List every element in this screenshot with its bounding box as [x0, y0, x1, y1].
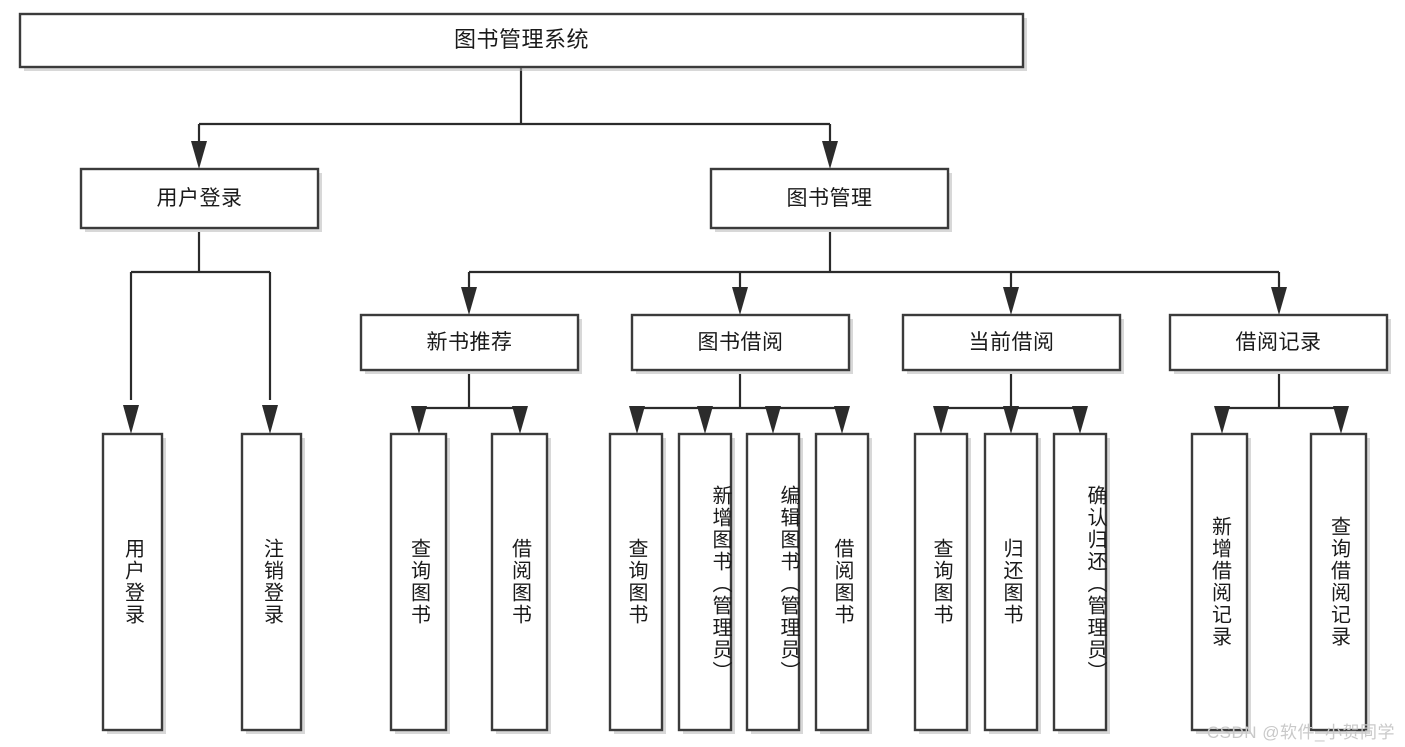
node-current-borrow[interactable] — [901, 313, 1122, 372]
node-user-login[interactable] — [79, 167, 320, 230]
node-leaf-query-book-2[interactable] — [608, 432, 664, 732]
node-leaf-add-book[interactable] — [677, 432, 733, 732]
node-leaf-return-book[interactable] — [983, 432, 1039, 732]
node-leaf-borrow-book-1[interactable] — [490, 432, 549, 732]
node-leaf-user-login[interactable] — [101, 432, 164, 732]
node-leaf-logout-login[interactable] — [240, 432, 303, 732]
connector-group — [123, 67, 1349, 434]
node-leaf-query-book-1[interactable] — [389, 432, 448, 732]
node-book-borrow[interactable] — [630, 313, 851, 372]
node-box-group — [18, 12, 1391, 734]
node-book-management[interactable] — [709, 167, 950, 230]
node-new-book-recommend[interactable] — [359, 313, 580, 372]
node-leaf-borrow-book-2[interactable] — [814, 432, 870, 732]
node-leaf-query-record[interactable] — [1309, 432, 1368, 732]
node-root[interactable] — [18, 12, 1025, 69]
node-leaf-confirm-return[interactable] — [1052, 432, 1108, 732]
node-borrow-record[interactable] — [1168, 313, 1389, 372]
node-leaf-query-book-3[interactable] — [913, 432, 969, 732]
node-leaf-edit-book[interactable] — [745, 432, 801, 732]
node-leaf-add-record[interactable] — [1190, 432, 1249, 732]
